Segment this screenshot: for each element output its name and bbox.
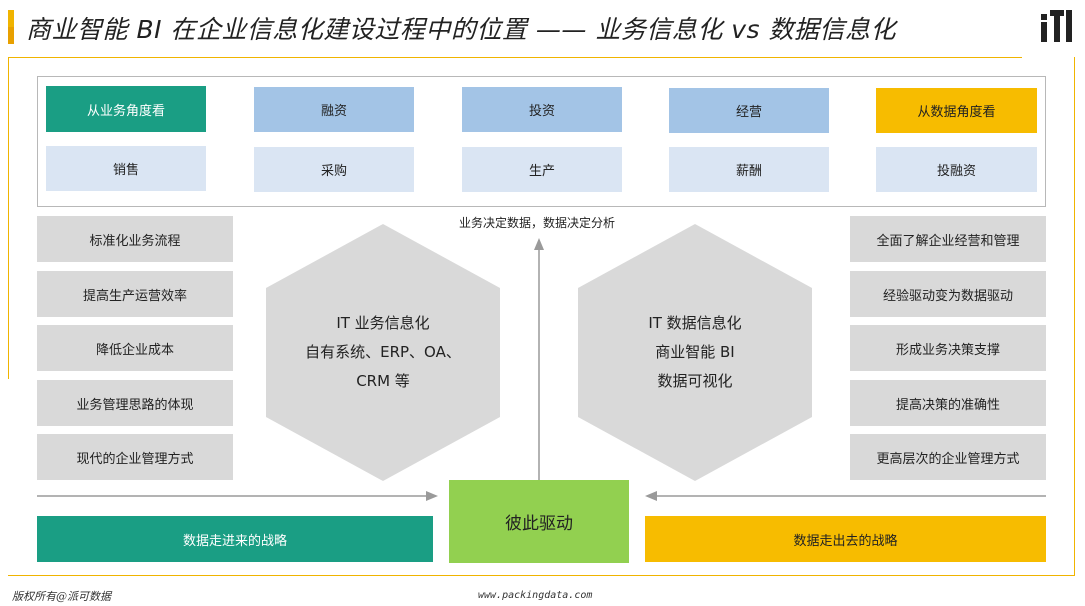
grid-cell-payroll: 薪酬 (669, 147, 829, 192)
right-arrow-icon (37, 491, 438, 501)
right-item-data-driven: 经验驱动变为数据驱动 (850, 271, 1046, 317)
page-title: 商业智能 BI 在企业信息化建设过程中的位置 —— 业务信息化 vs 数据信息化 (26, 15, 897, 44)
grid-cell-production: 生产 (462, 147, 622, 192)
data-outbound-strategy-band: 数据走出去的战略 (645, 516, 1046, 562)
hex-left-line-2: 自有系统、ERP、OA、 (305, 343, 461, 361)
center-caption: 业务决定数据，数据决定分析 (458, 216, 615, 230)
data-informatization-label: IT 数据信息化 商业智能 BI 数据可视化 (578, 224, 812, 481)
frame-left-rule (8, 57, 9, 379)
grid-cell-data-view: 从数据角度看 (876, 88, 1037, 133)
grid-cell-investment-financing: 投融资 (876, 147, 1037, 192)
data-informatization-hexagon (578, 224, 812, 481)
left-item-improve-efficiency: 提高生产运营效率 (37, 271, 233, 317)
hex-right-line-2: 商业智能 BI (655, 343, 735, 361)
hex-right-line-3: 数据可视化 (657, 372, 733, 390)
hex-left-line-3: CRM 等 (356, 372, 410, 390)
packingdata-logo-icon (1041, 10, 1072, 42)
grid-cell-financing: 融资 (254, 87, 414, 132)
left-arrow-icon (645, 491, 1046, 501)
grid-cell-sales: 销售 (46, 146, 206, 191)
left-item-management-thinking: 业务管理思路的体现 (37, 380, 233, 426)
grid-cell-procurement: 采购 (254, 147, 414, 192)
right-item-decision-accuracy: 提高决策的准确性 (850, 380, 1046, 426)
left-item-reduce-cost: 降低企业成本 (37, 325, 233, 371)
grid-cell-business-view: 从业务角度看 (46, 86, 206, 132)
right-item-advanced-management: 更高层次的企业管理方式 (850, 434, 1046, 480)
hex-left-line-1: IT 业务信息化 (336, 314, 430, 332)
business-informatization-hexagon (266, 224, 500, 481)
left-item-standardize-process: 标准化业务流程 (37, 216, 233, 262)
title-accent-bar (8, 10, 14, 44)
copyright-text: 版权所有@派可数据 (12, 590, 111, 603)
frame-right-rule (1074, 57, 1075, 576)
hex-right-line-1: IT 数据信息化 (648, 314, 742, 332)
data-inbound-strategy-band: 数据走进来的战略 (37, 516, 433, 562)
mutual-drive-box: 彼此驱动 (449, 480, 629, 563)
up-arrow-icon (534, 238, 544, 480)
grid-cell-investment: 投资 (462, 87, 622, 132)
right-item-full-understanding: 全面了解企业经营和管理 (850, 216, 1046, 262)
left-item-modern-management: 现代的企业管理方式 (37, 434, 233, 480)
right-item-decision-support: 形成业务决策支撑 (850, 325, 1046, 371)
business-informatization-label: IT 业务信息化 自有系统、ERP、OA、 CRM 等 (266, 224, 500, 481)
website-link[interactable]: www.packingdata.com (478, 590, 593, 601)
grid-cell-operation: 经营 (669, 88, 829, 133)
frame-bottom-rule (8, 575, 1075, 576)
frame-top-rule (8, 57, 1022, 58)
